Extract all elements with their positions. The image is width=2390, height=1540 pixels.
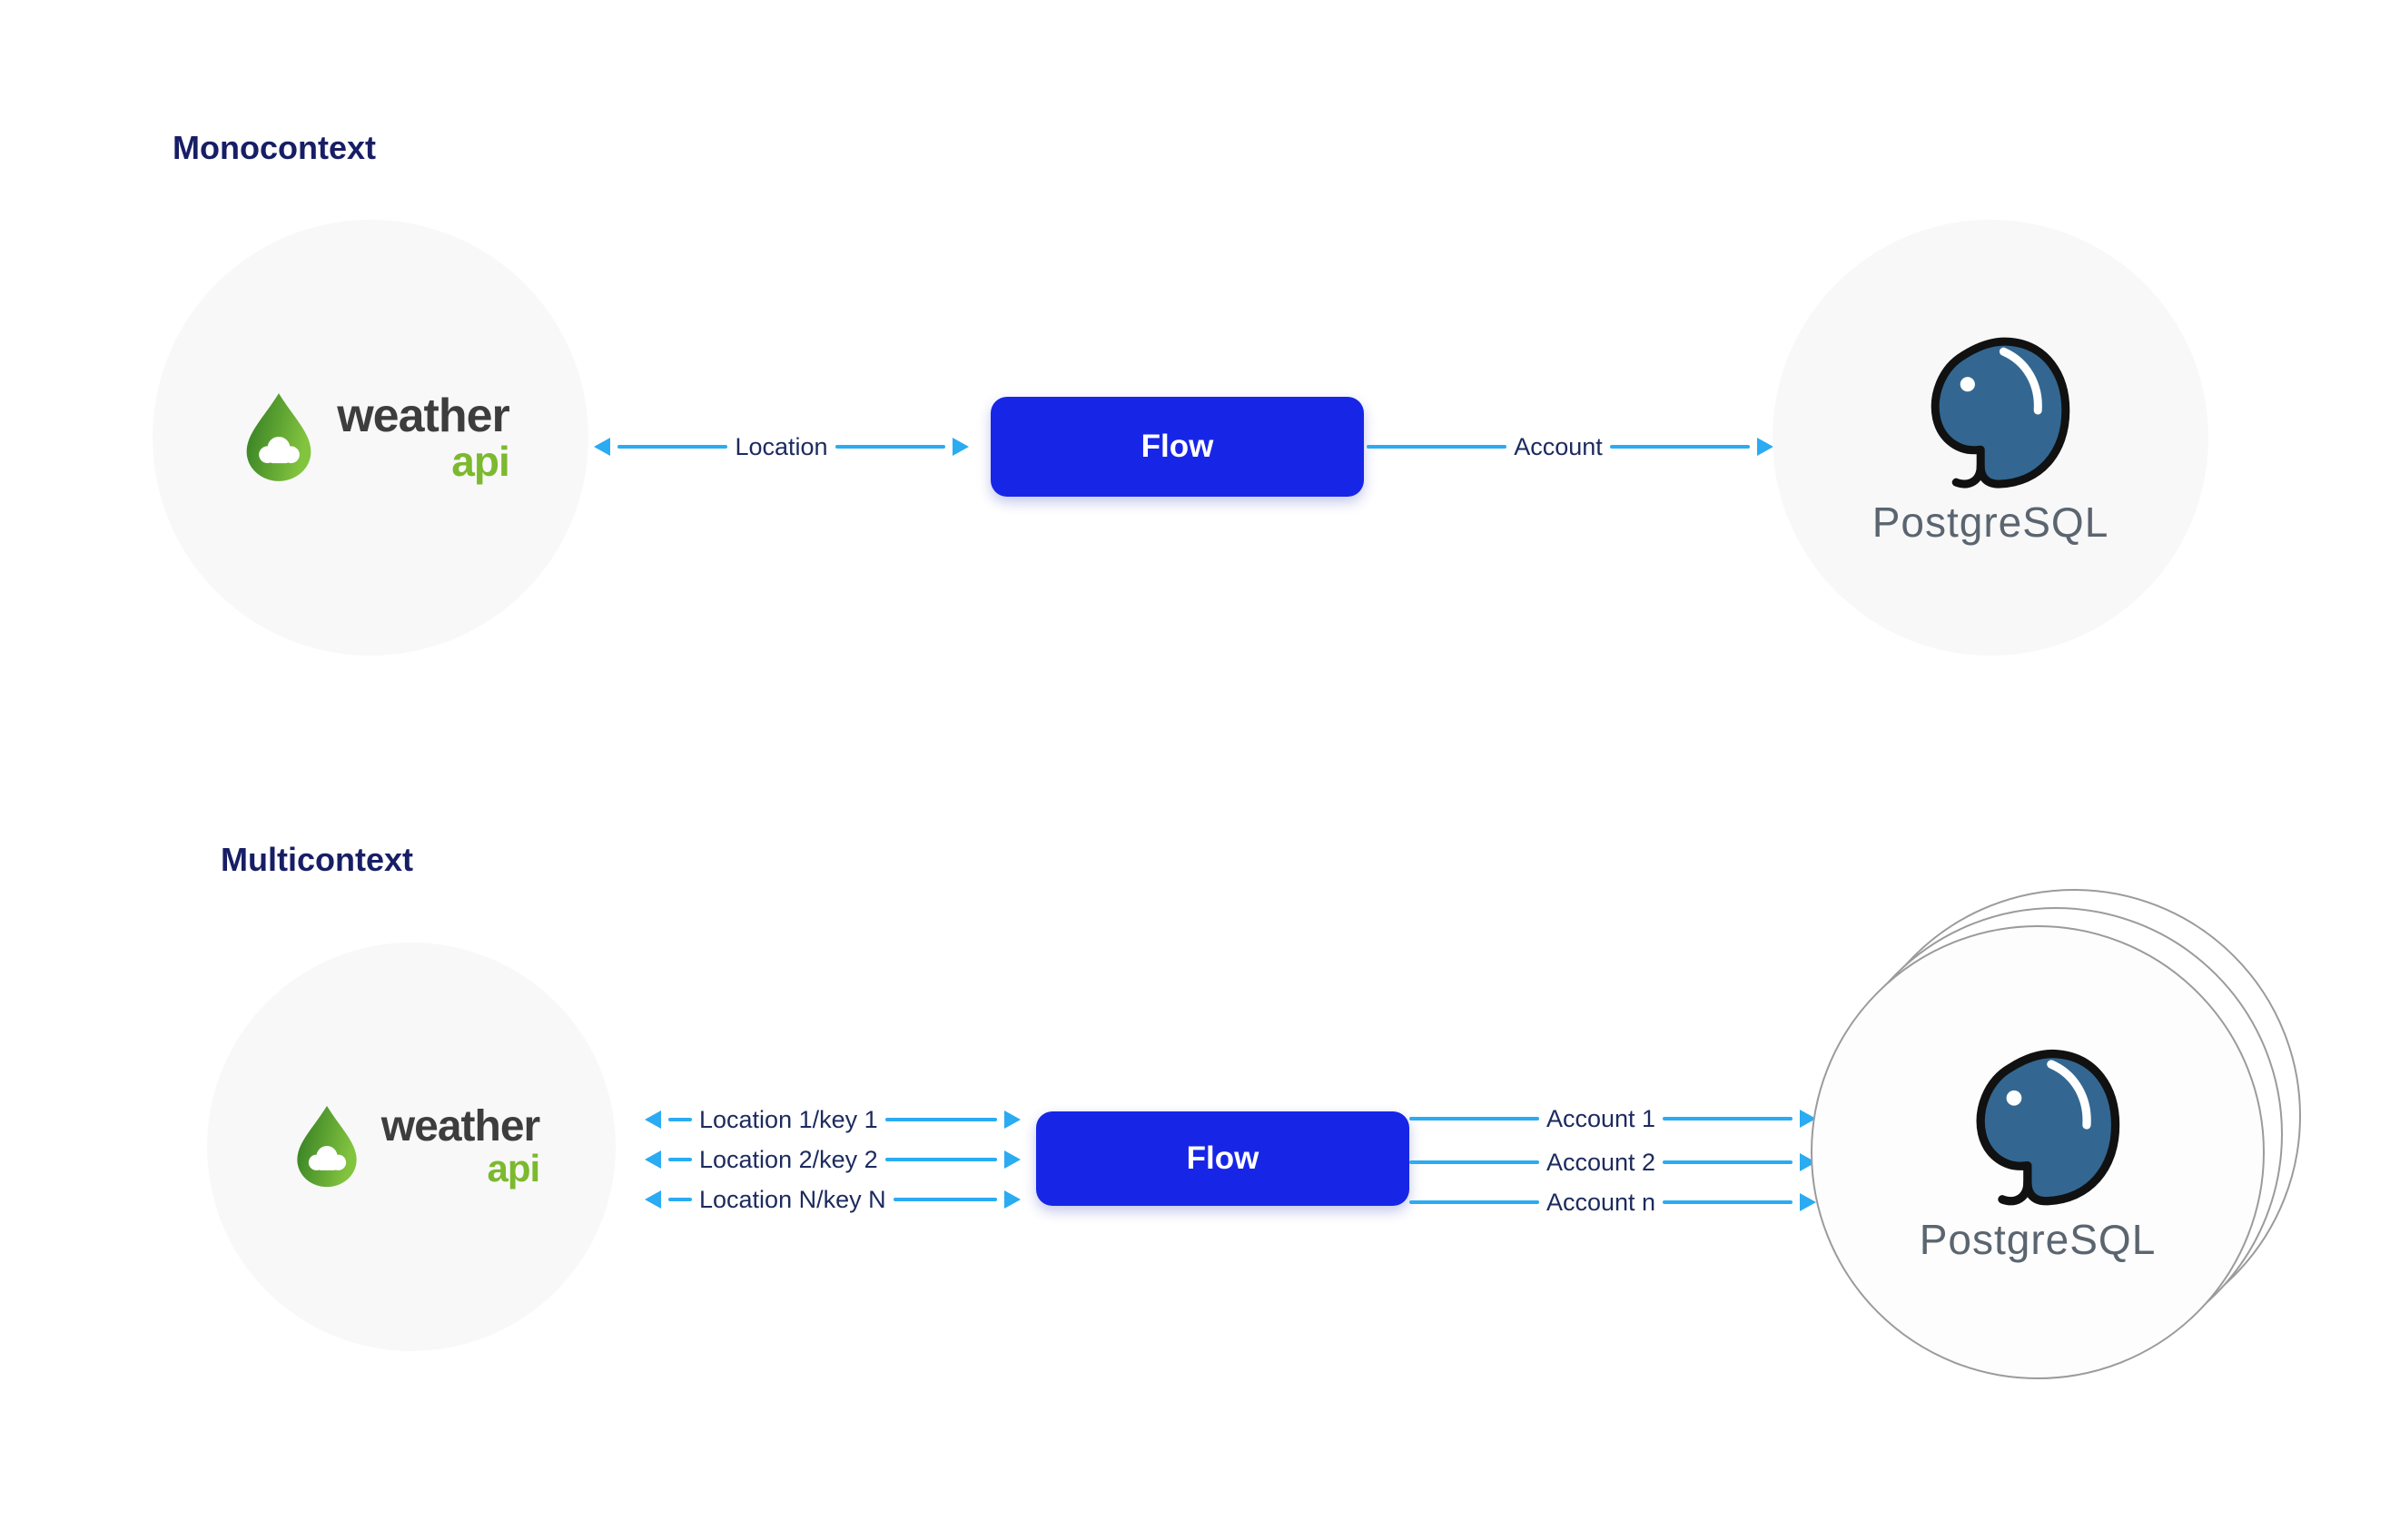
weather-droplet-icon	[246, 393, 311, 481]
arrow-line	[884, 1118, 997, 1121]
api-word: api	[487, 1147, 541, 1190]
arrowhead-right-icon	[1004, 1190, 1021, 1209]
weather-word: weather	[337, 390, 510, 443]
arrow-line	[835, 445, 945, 449]
multi-location-arrow-1: Location 1/key 1	[645, 1103, 1021, 1136]
location-label-3: Location N/key N	[699, 1185, 886, 1213]
arrowhead-right-icon	[1800, 1193, 1817, 1211]
arrow-line	[1663, 1117, 1793, 1120]
arrow-line	[893, 1198, 997, 1201]
account-label-3: Account n	[1546, 1188, 1656, 1216]
arrowhead-right-icon	[1004, 1150, 1021, 1169]
arrowhead-left-icon	[594, 438, 610, 456]
weatherapi-logo: weather api	[283, 1088, 541, 1206]
location-label: Location	[735, 432, 828, 460]
mono-location-arrow: Location	[594, 430, 969, 463]
arrowhead-right-icon	[1757, 438, 1773, 456]
multi-account-arrow-3: Account n	[1409, 1186, 1817, 1219]
account-label: Account	[1514, 432, 1603, 460]
weather-droplet-icon	[297, 1105, 357, 1188]
weatherapi-bubble-mono: weather api	[153, 220, 588, 656]
flow-box-mono: Flow	[991, 397, 1364, 497]
multi-location-arrow-2: Location 2/key 2	[645, 1143, 1021, 1176]
postgresql-word: PostgreSQL	[1872, 499, 2109, 546]
postgresql-logo: PostgreSQL	[1872, 329, 2109, 547]
flow-label: Flow	[1141, 429, 1214, 464]
arrow-line	[1663, 1200, 1793, 1204]
arrow-line	[668, 1118, 692, 1121]
arrow-line	[617, 445, 728, 449]
arrow-line	[1663, 1160, 1793, 1164]
account-label-2: Account 2	[1546, 1148, 1656, 1176]
monocontext-title: Monocontext	[173, 129, 376, 166]
arrow-line	[668, 1158, 692, 1161]
account-label-1: Account 1	[1546, 1104, 1656, 1132]
arrow-line	[1409, 1117, 1539, 1120]
weatherapi-bubble-multi: weather api	[207, 943, 616, 1351]
multicontext-title: Multicontext	[221, 841, 413, 878]
arrowhead-left-icon	[645, 1190, 661, 1209]
postgresql-bubble-multi: PostgreSQL	[1811, 925, 2265, 1379]
flow-box-multi: Flow	[1036, 1111, 1409, 1206]
multi-location-arrow-3: Location N/key N	[645, 1183, 1021, 1216]
arrowhead-right-icon	[1004, 1111, 1021, 1129]
multi-account-arrow-2: Account 2	[1409, 1146, 1817, 1179]
arrow-line	[1409, 1200, 1539, 1204]
arrow-line	[884, 1158, 997, 1161]
arrow-line	[1367, 445, 1507, 449]
postgresql-logo: PostgreSQL	[1920, 1041, 2157, 1264]
location-label-2: Location 2/key 2	[699, 1145, 878, 1173]
postgresql-word: PostgreSQL	[1919, 1216, 2157, 1263]
arrow-line	[668, 1198, 692, 1201]
weather-word: weather	[380, 1102, 540, 1151]
mono-account-arrow: Account	[1367, 430, 1773, 463]
arrow-line	[1409, 1160, 1539, 1164]
flow-label: Flow	[1186, 1140, 1259, 1176]
postgresql-elephant-icon	[1931, 337, 2070, 489]
location-label-1: Location 1/key 1	[699, 1105, 878, 1133]
arrow-line	[1609, 445, 1750, 449]
weatherapi-wordmark: weather api	[337, 390, 510, 486]
weatherapi-logo: weather api	[232, 374, 510, 501]
arrowhead-right-icon	[953, 438, 969, 456]
api-word: api	[451, 438, 509, 486]
postgresql-elephant-icon	[1976, 1049, 2120, 1206]
postgresql-bubble-mono: PostgreSQL	[1773, 220, 2208, 656]
arrowhead-left-icon	[645, 1150, 661, 1169]
arrowhead-left-icon	[645, 1111, 661, 1129]
weatherapi-wordmark: weather api	[380, 1102, 541, 1190]
multi-account-arrow-1: Account 1	[1409, 1102, 1817, 1135]
